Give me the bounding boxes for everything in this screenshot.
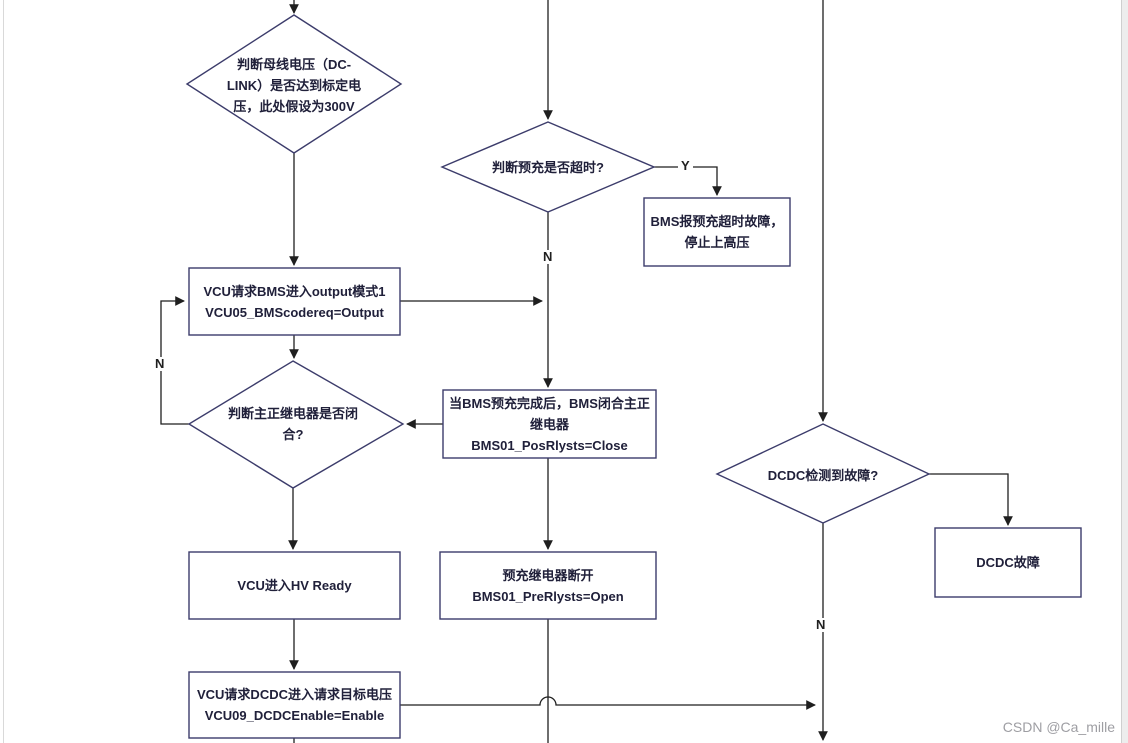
edge-request-dcdc-to-right-line: [400, 696, 816, 710]
process-dcdc-fault: [934, 527, 1082, 598]
page-right-edge-band: [1122, 0, 1128, 743]
page-right-border: [1121, 0, 1122, 743]
edge-label-main-relay-no: N: [152, 357, 168, 371]
decision-precharge-timeout-check-label: 判断预充是否超时?: [492, 159, 604, 175]
process-vcu-request-dcdc: [188, 671, 401, 739]
process-bms-close-main-relay: [442, 389, 657, 459]
process-precharge-timeout-fault-label: BMS报预充超时故障， 停止上高压: [650, 214, 784, 250]
process-vcu-hv-ready-label: VCU进入HV Ready: [237, 578, 352, 593]
process-precharge-relay-open-label: 预充继电器断开 BMS01_PreRlysts=Open: [472, 567, 624, 604]
edge-label-dcdc-fault-no: N: [813, 618, 829, 632]
process-dcdc-fault-label: DCDC故障: [976, 555, 1040, 570]
process-precharge-timeout-fault: [643, 197, 791, 267]
process-vcu-request-output-mode: [188, 267, 401, 336]
edge-label-precharge-timeout-no: N: [540, 250, 556, 264]
csdn-watermark: CSDN @Ca_mille: [1002, 719, 1115, 735]
edge-label-precharge-timeout-yes: Y: [678, 159, 693, 173]
decision-main-relay-closed-check-label: 判断主正继电器是否闭 合?: [227, 406, 358, 442]
edge-precharge-timeout-yes: [654, 166, 722, 196]
page-left-border: [3, 0, 4, 743]
process-vcu-request-output-mode-label: VCU请求BMS进入output模式1 VCU05_BMScodereq=Out…: [203, 283, 386, 320]
edge-dcdc-fault-yes: [929, 473, 1013, 526]
process-precharge-relay-open: [439, 551, 657, 620]
decision-dcdc-fault-check-label: DCDC检测到故障?: [767, 467, 879, 483]
process-vcu-request-dcdc-label: VCU请求DCDC进入请求目标电压 VCU09_DCDCEnable=Enabl…: [196, 687, 392, 723]
process-bms-close-main-relay-label: 当BMS预充完成后，BMS闭合主正 继电器 BMS01_PosRlysts=Cl…: [449, 395, 650, 453]
decision-bus-voltage-check: [185, 14, 403, 154]
process-vcu-hv-ready: [188, 551, 401, 620]
decision-dcdc-fault-check: [715, 423, 931, 524]
decision-precharge-timeout-check: [440, 121, 656, 213]
decision-bus-voltage-check-label: 判断母线电压（DC- LINK）是否达到标定电 压，此处假设为300V: [226, 56, 362, 114]
decision-main-relay-closed-check: [187, 360, 405, 489]
